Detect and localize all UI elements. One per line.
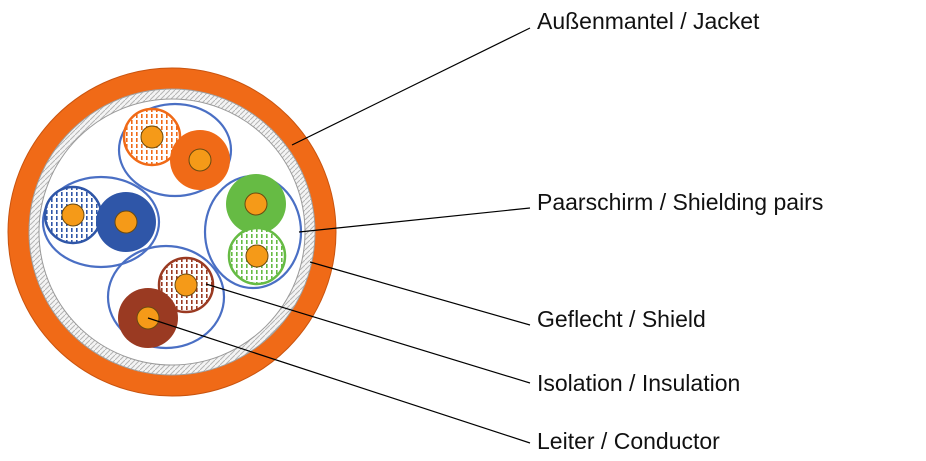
- label-jacket: Außenmantel / Jacket: [537, 8, 760, 34]
- leader-line-insulation: [205, 283, 531, 384]
- label-insulation: Isolation / Insulation: [537, 370, 741, 396]
- conductor: [61, 203, 85, 227]
- leader-line-shield: [309, 261, 531, 326]
- conductor: [245, 244, 269, 268]
- leader-line-jacket: [291, 27, 531, 146]
- pair-shield-brown: [106, 244, 226, 350]
- conductor: [114, 210, 138, 234]
- conductor: [188, 148, 212, 172]
- conductor: [174, 273, 198, 297]
- conductor: [140, 125, 164, 149]
- leader-line-conductor: [147, 317, 531, 444]
- leader-line-shielding-pairs: [298, 207, 531, 233]
- conductor: [244, 192, 268, 216]
- pair-shield-blue: [41, 175, 161, 269]
- label-shield: Geflecht / Shield: [537, 306, 706, 332]
- pair-shield-orange: [117, 102, 233, 198]
- label-shielding-pairs: Paarschirm / Shielding pairs: [537, 189, 824, 215]
- label-conductor: Leiter / Conductor: [537, 428, 720, 454]
- cable-core: [38, 98, 306, 366]
